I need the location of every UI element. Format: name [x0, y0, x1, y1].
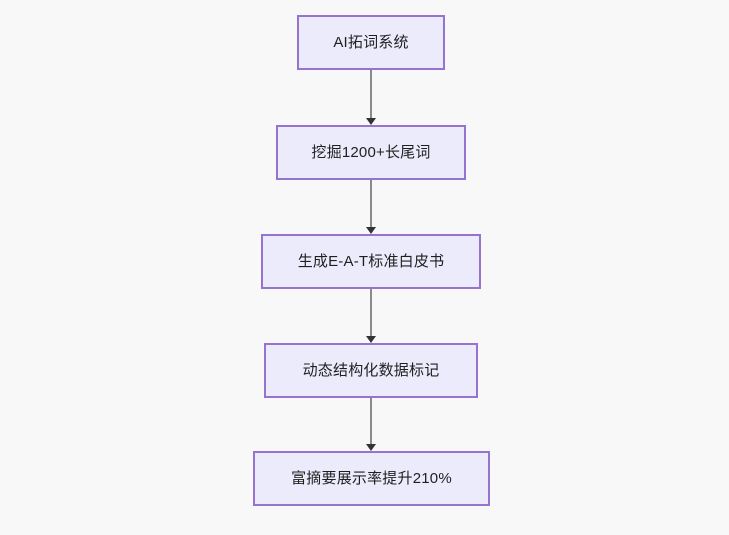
edge-line [370, 289, 372, 337]
flow-node-generate-eat-whitepaper[interactable]: 生成E-A-T标准白皮书 [261, 234, 481, 289]
flow-edge-2 [366, 180, 376, 234]
flow-node-ai-keyword-system[interactable]: AI拓词系统 [297, 15, 445, 70]
flow-edge-4 [366, 398, 376, 451]
arrow-head-icon [366, 336, 376, 343]
flow-node-label: 生成E-A-T标准白皮书 [297, 253, 445, 270]
arrow-head-icon [366, 227, 376, 234]
flow-edge-3 [366, 289, 376, 343]
edge-line [370, 70, 372, 119]
flow-node-rich-snippet-uplift[interactable]: 富摘要展示率提升210% [253, 451, 490, 506]
edge-line [370, 180, 372, 228]
flow-edge-1 [366, 70, 376, 125]
flow-node-label: 动态结构化数据标记 [302, 362, 440, 379]
flow-node-mine-longtail-keywords[interactable]: 挖掘1200+长尾词 [276, 125, 466, 180]
flow-node-dynamic-structured-data-markup[interactable]: 动态结构化数据标记 [264, 343, 478, 398]
edge-line [370, 398, 372, 445]
flow-node-label: 挖掘1200+长尾词 [311, 144, 431, 161]
flow-node-label: 富摘要展示率提升210% [291, 470, 452, 487]
arrow-head-icon [366, 444, 376, 451]
arrow-head-icon [366, 118, 376, 125]
flow-node-label: AI拓词系统 [333, 34, 409, 51]
